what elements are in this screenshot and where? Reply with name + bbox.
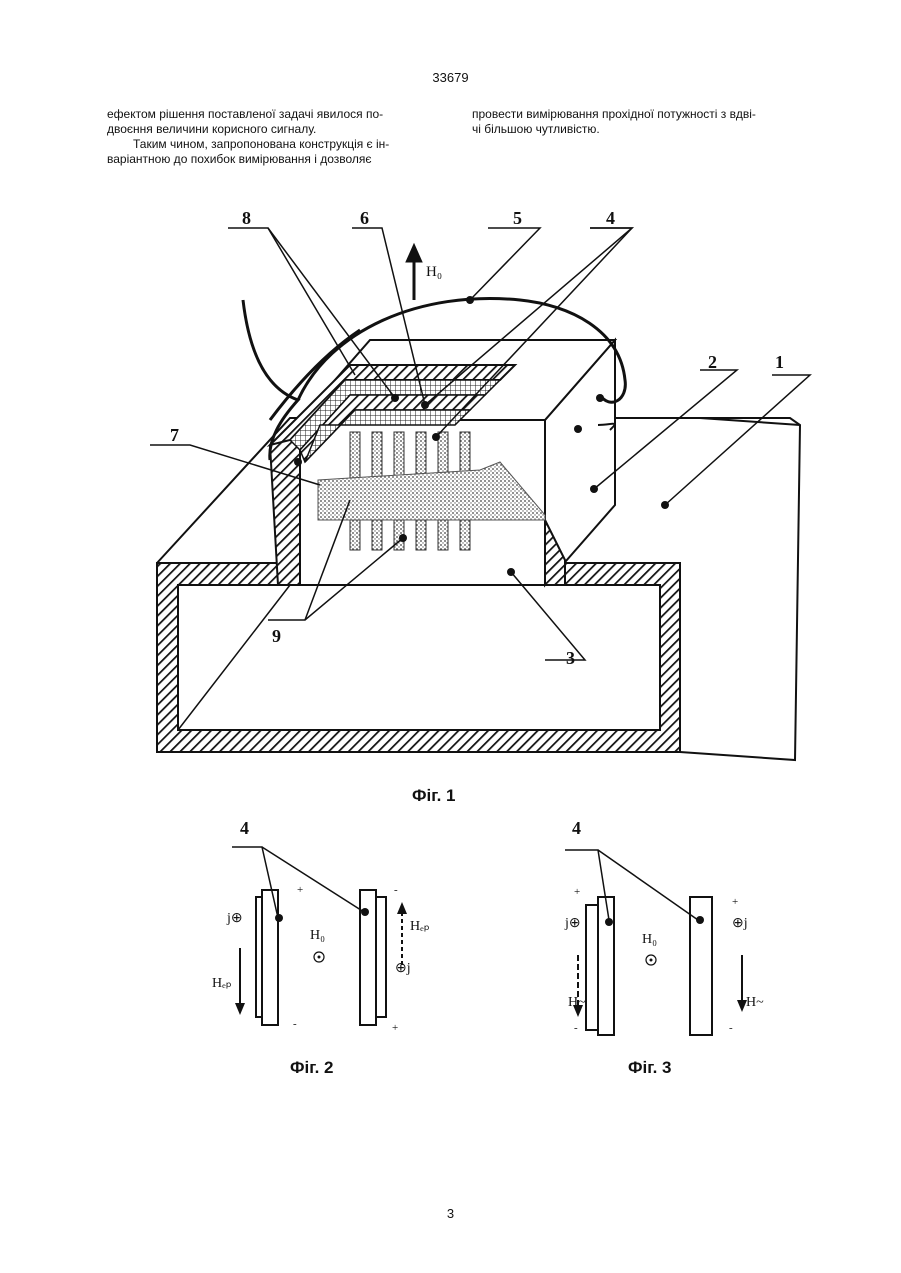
fig3-plus-left: + (574, 886, 580, 898)
fig3-j-right: ⊕j (732, 915, 748, 932)
fig3-j-left: j⊕ (565, 915, 581, 932)
figure-3-caption: Фіг. 3 (628, 1058, 672, 1078)
fig3-h0: H₀ (642, 932, 657, 948)
fig3-h-right: H~ (746, 995, 764, 1011)
page-footer-number: 3 (0, 1206, 901, 1221)
fig3-h-left: H~ (568, 995, 586, 1011)
fig3-plus-right: + (732, 896, 738, 908)
fig3-minus-right: - (729, 1022, 733, 1034)
fig3-minus-left: - (574, 1022, 578, 1034)
fig3-ref-label: 4 (572, 818, 581, 839)
